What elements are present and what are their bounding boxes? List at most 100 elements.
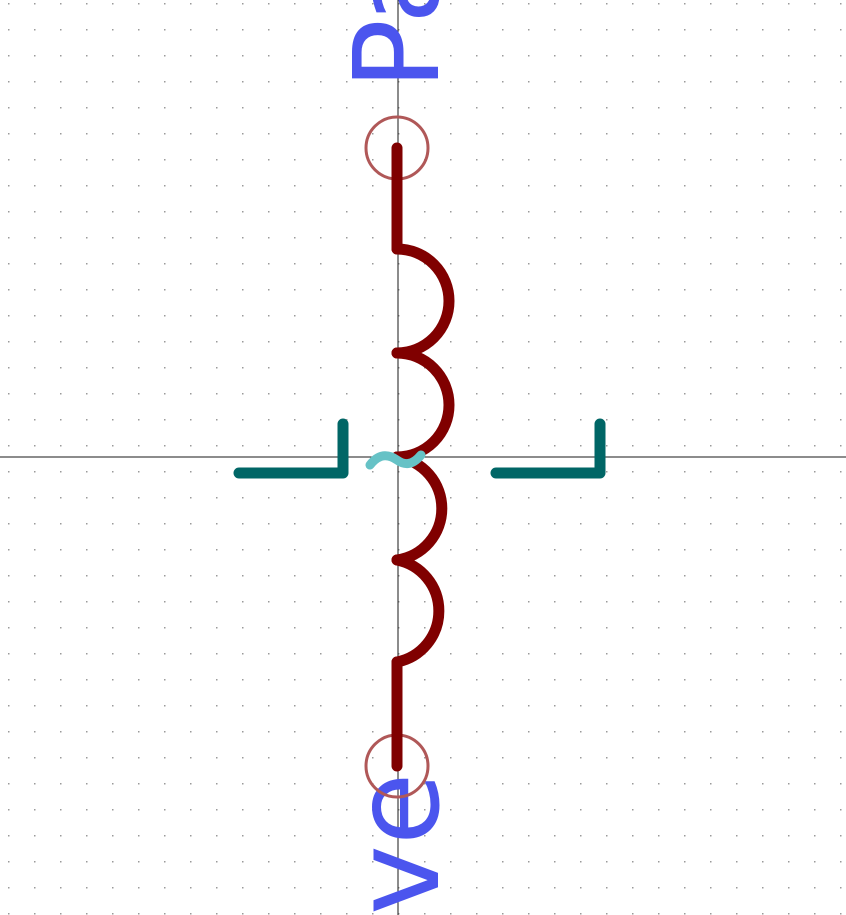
grid-dot xyxy=(476,757,478,759)
grid-dot xyxy=(60,497,62,499)
grid-dot xyxy=(502,107,504,109)
grid-dot xyxy=(606,705,608,707)
grid-dot xyxy=(502,133,504,135)
grid-dot xyxy=(86,471,88,473)
grid-dot xyxy=(788,237,790,239)
grid-dot xyxy=(268,55,270,57)
grid-dot xyxy=(268,341,270,343)
grid-dot xyxy=(8,523,10,525)
grid-dot xyxy=(164,3,166,5)
grid-dot xyxy=(138,263,140,265)
grid-dot xyxy=(840,55,842,57)
grid-dot xyxy=(34,419,36,421)
grid-dot xyxy=(788,705,790,707)
grid-dot xyxy=(840,575,842,577)
grid-dot xyxy=(242,445,244,447)
grid-dot xyxy=(112,107,114,109)
grid-dot xyxy=(138,913,140,915)
grid-dot xyxy=(138,393,140,395)
grid-dot xyxy=(840,81,842,83)
grid-dot xyxy=(398,653,400,655)
grid-dot xyxy=(814,367,816,369)
grid-dot xyxy=(268,315,270,317)
grid-dot xyxy=(164,757,166,759)
grid-dot xyxy=(788,523,790,525)
grid-dot xyxy=(190,835,192,837)
grid-dot xyxy=(658,107,660,109)
grid-dot xyxy=(502,861,504,863)
grid-dot xyxy=(554,419,556,421)
grid-dot xyxy=(684,627,686,629)
grid-dot xyxy=(450,55,452,57)
grid-dot xyxy=(528,913,530,915)
grid-dot xyxy=(528,653,530,655)
grid-dot xyxy=(8,653,10,655)
grid-dot xyxy=(580,367,582,369)
grid-dot xyxy=(34,55,36,57)
grid-dot xyxy=(86,263,88,265)
grid-dot xyxy=(398,315,400,317)
grid-dot xyxy=(372,809,374,811)
grid-dot xyxy=(814,3,816,5)
grid-dot xyxy=(684,185,686,187)
grid-dot xyxy=(632,913,634,915)
grid-dot xyxy=(242,289,244,291)
grid-dot xyxy=(762,133,764,135)
grid-dot xyxy=(34,523,36,525)
grid-dot xyxy=(814,445,816,447)
grid-dot xyxy=(294,549,296,551)
grid-dot xyxy=(632,185,634,187)
grid-dot xyxy=(164,159,166,161)
grid-dot xyxy=(788,393,790,395)
grid-dot xyxy=(268,705,270,707)
grid-dot xyxy=(736,757,738,759)
grid-dot xyxy=(268,757,270,759)
grid-dot xyxy=(294,575,296,577)
grid-dot xyxy=(190,861,192,863)
grid-dot xyxy=(476,393,478,395)
grid-dot xyxy=(658,289,660,291)
grid-dot xyxy=(580,913,582,915)
grid-dot xyxy=(632,887,634,889)
grid-dot xyxy=(112,861,114,863)
grid-dot xyxy=(632,211,634,213)
grid-dot xyxy=(112,185,114,187)
grid-dot xyxy=(294,367,296,369)
grid-dot xyxy=(632,237,634,239)
grid-dot xyxy=(190,367,192,369)
grid-dot xyxy=(606,471,608,473)
grid-dot xyxy=(268,107,270,109)
grid-dot xyxy=(346,29,348,31)
grid-dot xyxy=(450,471,452,473)
grid-dot xyxy=(34,341,36,343)
grid-dot xyxy=(346,575,348,577)
grid-dot xyxy=(112,445,114,447)
grid-dot xyxy=(450,159,452,161)
grid-dot xyxy=(502,835,504,837)
grid-dot xyxy=(476,315,478,317)
grid-dot xyxy=(606,29,608,31)
grid-dot xyxy=(710,601,712,603)
grid-dot xyxy=(216,159,218,161)
grid-dot xyxy=(632,133,634,135)
grid-dot xyxy=(164,627,166,629)
grid-dot xyxy=(528,809,530,811)
grid-dot xyxy=(216,497,218,499)
grid-dot xyxy=(346,601,348,603)
grid-dot xyxy=(502,419,504,421)
grid-dot xyxy=(242,575,244,577)
grid-dot xyxy=(476,237,478,239)
grid-dot xyxy=(736,627,738,629)
grid-dot xyxy=(788,653,790,655)
grid-dot xyxy=(684,81,686,83)
grid-dot xyxy=(658,29,660,31)
grid-dot xyxy=(294,341,296,343)
grid-dot xyxy=(606,185,608,187)
grid-dot xyxy=(60,809,62,811)
grid-dot xyxy=(736,341,738,343)
grid-dot xyxy=(320,523,322,525)
grid-dot xyxy=(788,887,790,889)
grid-dot xyxy=(580,133,582,135)
grid-dot xyxy=(138,731,140,733)
